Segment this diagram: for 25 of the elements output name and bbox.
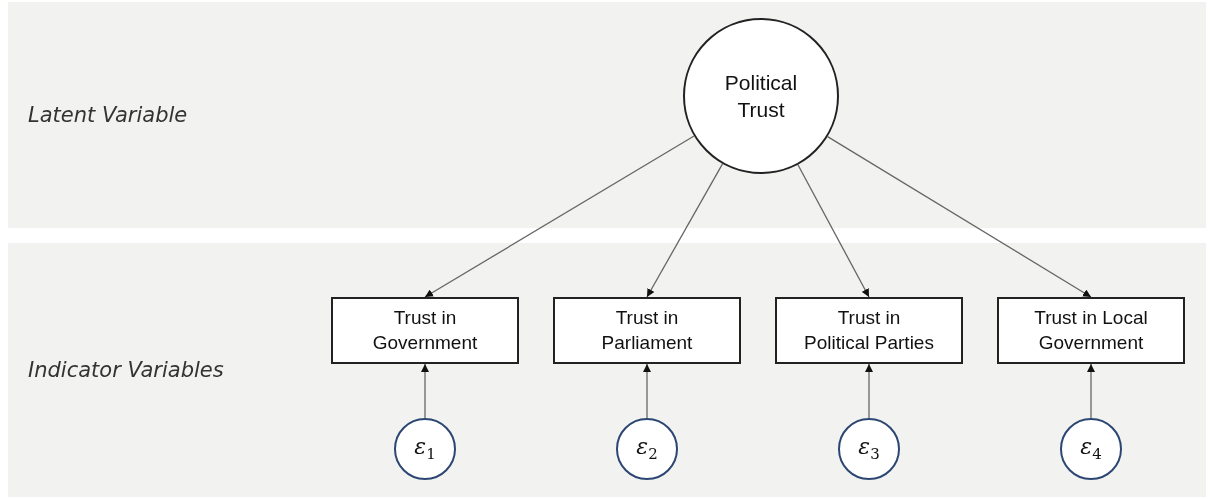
error-term-label: ε$_{3}$ [858, 434, 880, 464]
band-background [8, 243, 1206, 497]
indicator-box [331, 297, 519, 364]
arrow [797, 164, 870, 298]
band-label: Indicator Variables [28, 358, 224, 382]
arrow [826, 135, 1092, 298]
indicator-box [775, 297, 963, 364]
arrow [865, 363, 873, 419]
arrow [646, 163, 724, 298]
node-label: Political Trust [723, 69, 799, 123]
node-label: Trust in Local Government [1033, 305, 1149, 355]
indicator-box [553, 297, 741, 364]
error-term-label: ε$_{1}$ [414, 434, 436, 464]
band-background [8, 2, 1206, 228]
arrow [1087, 363, 1095, 419]
error-term-label: ε$_{2}$ [636, 434, 658, 464]
band-label: Latent Variable [28, 103, 188, 127]
indicator-box [997, 297, 1185, 364]
arrow [424, 135, 695, 298]
node-label: Trust in Parliament [600, 305, 694, 355]
error-term-label: ε$_{4}$ [1080, 434, 1102, 464]
node-label: Trust in Government [371, 305, 479, 355]
arrow [643, 363, 651, 419]
node-label: Trust in Political Parties [803, 305, 935, 355]
arrow [421, 363, 429, 419]
